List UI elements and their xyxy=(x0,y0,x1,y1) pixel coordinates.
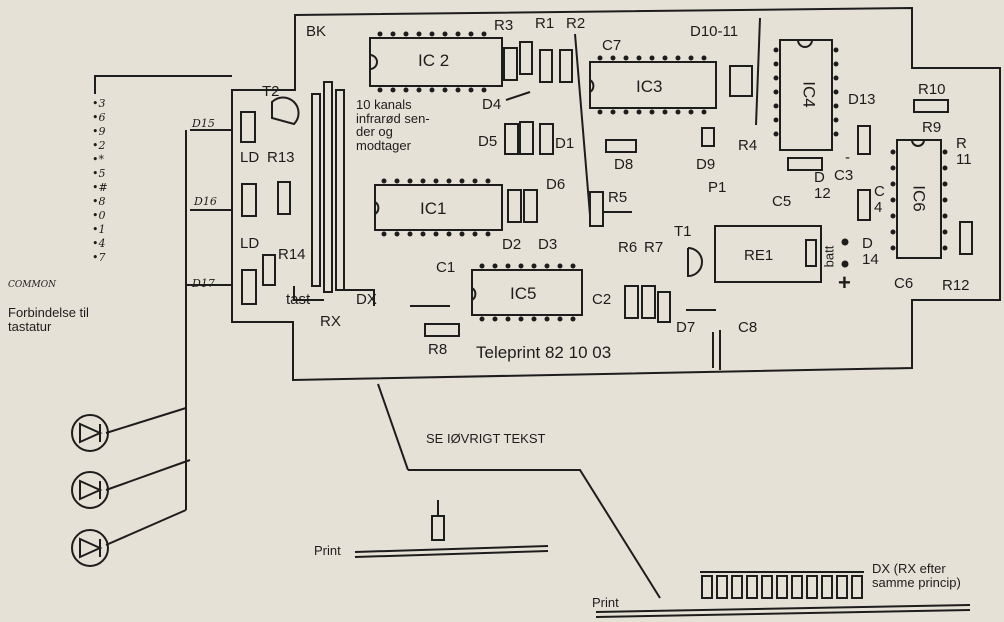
r11-label: R 11 xyxy=(956,135,972,168)
ic6-body xyxy=(896,139,942,259)
board-title: Teleprint 82 10 03 xyxy=(476,343,612,362)
t2-label: T2 xyxy=(262,83,280,100)
r5-label: R5 xyxy=(608,189,628,206)
r4-label: R4 xyxy=(738,137,758,154)
keypad-pin: •1 xyxy=(92,223,106,236)
ld2-label: LD xyxy=(240,235,260,252)
led-d15-label: D15 xyxy=(192,117,215,130)
d3-label: D3 xyxy=(538,236,558,253)
plus-label: + xyxy=(838,270,851,295)
d13-label: D13 xyxy=(848,91,876,108)
keypad-common-label: COMMON xyxy=(8,280,56,290)
dx-diode-row xyxy=(701,575,863,599)
d5-label: D5 xyxy=(478,133,498,150)
led-d16-label: D16 xyxy=(194,195,217,208)
d14-label: D 14 xyxy=(862,235,879,268)
keypad-pin: •8 xyxy=(92,195,106,208)
c5-label: C5 xyxy=(772,193,792,210)
r7-label: R7 xyxy=(644,239,664,256)
r8-label: R8 xyxy=(428,341,448,358)
r1-label: R1 xyxy=(535,15,555,32)
c6-label: C6 xyxy=(894,275,914,292)
ic5-label: IC5 xyxy=(510,284,537,303)
keypad-pin: •7 xyxy=(92,251,106,264)
d2-label: D2 xyxy=(502,236,522,253)
r10-label: R10 xyxy=(918,81,946,98)
c1-label: C1 xyxy=(436,259,456,276)
ic6-label: IC6 xyxy=(909,185,929,212)
see-text-note: SE IØVRIGT TEKST xyxy=(426,431,546,446)
d6-label: D6 xyxy=(546,176,566,193)
ic4-body xyxy=(779,39,833,151)
pot-label: P1 xyxy=(708,179,727,196)
d7-label: D7 xyxy=(676,319,696,336)
board-label: BK xyxy=(306,23,327,40)
ic1-label: IC1 xyxy=(420,199,447,218)
keypad-pin: •0 xyxy=(92,209,106,222)
keypad-pin: •4 xyxy=(92,237,106,250)
relay-label: RE1 xyxy=(744,247,774,264)
keypad-pin: •# xyxy=(92,181,108,194)
rx-label: RX xyxy=(320,313,341,330)
keypad-pin: •5 xyxy=(92,167,106,180)
ld1-label: LD xyxy=(240,149,260,166)
dx-label: DX xyxy=(356,291,377,308)
d1-label: D1 xyxy=(555,135,575,152)
print-label-1: Print xyxy=(314,543,341,558)
ic3-body xyxy=(589,61,717,109)
c2-label: C2 xyxy=(592,291,612,308)
r12-label: R12 xyxy=(942,277,970,294)
keypad-pin: •2 xyxy=(92,139,106,152)
keypad-pin: •6 xyxy=(92,111,106,124)
keypad-pin: •9 xyxy=(92,125,106,138)
ic2-body xyxy=(369,37,503,87)
r9-label: R9 xyxy=(922,119,942,136)
keypad-caption: Forbindelse til tastatur xyxy=(8,305,89,334)
minus-label: - xyxy=(845,149,850,166)
ic4-label: IC4 xyxy=(799,81,819,108)
batt-label: batt xyxy=(821,245,837,268)
r13-label: R13 xyxy=(267,149,295,166)
r6-label: R6 xyxy=(618,239,638,256)
print-label-2: Print xyxy=(592,595,619,610)
d9-label: D9 xyxy=(696,156,716,173)
d4-label: D4 xyxy=(482,96,502,113)
keypad-pin: •* xyxy=(92,153,104,166)
board-description: 10 kanals infrarød sen- der og modtager xyxy=(356,97,430,153)
t1-label: T1 xyxy=(674,223,692,240)
ic2-label: IC 2 xyxy=(418,51,450,70)
d12-label: D 12 xyxy=(814,169,831,202)
relay-re1 xyxy=(714,225,822,283)
dx-note: DX (RX efter samme princip) xyxy=(872,561,961,591)
c7-label: C7 xyxy=(602,37,622,54)
tast-label: tast xyxy=(286,291,311,308)
c4-label: C 4 xyxy=(874,183,885,216)
led-d17-label: D17 xyxy=(192,277,215,290)
c8-label: C8 xyxy=(738,319,758,336)
ic5-body xyxy=(471,269,583,316)
keypad-connector: •3 •6 •9 •2 •* •5 •# •8 •0 •1 •4 •7 xyxy=(92,98,122,266)
pcb-outline xyxy=(231,6,1001,382)
c3-label: C3 xyxy=(834,167,854,184)
ic3-label: IC3 xyxy=(636,77,663,96)
r14-label: R14 xyxy=(278,246,306,263)
r3-label: R3 xyxy=(494,17,514,34)
ic1-body xyxy=(374,184,503,231)
keypad-pin: •3 xyxy=(92,97,106,110)
d8-label: D8 xyxy=(614,156,634,173)
d10-11-label: D10-11 xyxy=(690,23,739,40)
r2-label: R2 xyxy=(566,15,586,32)
